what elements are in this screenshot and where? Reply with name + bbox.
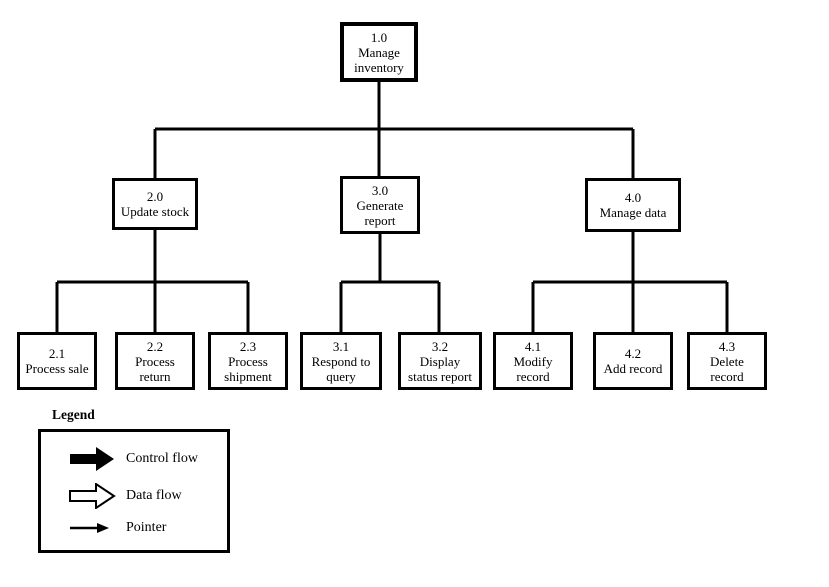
node-4-2-add-record: 4.2 Add record: [593, 332, 673, 390]
node-id: 3.0: [371, 182, 389, 198]
node-label-line: Delete: [710, 353, 744, 369]
node-id: 2.2: [146, 338, 164, 354]
node-label-line: Add record: [603, 361, 663, 376]
node-id: 2.1: [48, 346, 66, 361]
node-label-line: return: [139, 368, 171, 384]
node-label-line: record: [516, 368, 550, 384]
node-id: 1.0: [370, 29, 388, 45]
legend-item-label: Data flow: [126, 487, 182, 503]
legend-item-label: Control flow: [126, 450, 198, 466]
node-label-line: Update stock: [120, 204, 190, 219]
node-label-line: status report: [408, 368, 472, 384]
control-flow-arrow-icon: [70, 446, 114, 471]
node-label-line: Display: [419, 353, 461, 369]
node-1-0-manage-inventory: 1.0 Manage inventory: [340, 22, 418, 82]
node-id: 2.3: [239, 338, 257, 354]
legend-item-pointer: Pointer: [69, 520, 227, 536]
node-id: 4.1: [524, 338, 542, 354]
node-label-line: Process sale: [25, 361, 89, 376]
node-2-3-process-shipment: 2.3 Process shipment: [208, 332, 288, 390]
node-id: 2.0: [146, 189, 164, 204]
node-4-1-modify-record: 4.1 Modify record: [493, 332, 573, 390]
data-flow-arrow-icon: [69, 482, 116, 509]
node-label-line: query: [326, 368, 356, 384]
node-id: 4.2: [624, 346, 642, 361]
pointer-arrow-icon: [70, 523, 109, 534]
node-label-line: Manage: [358, 44, 400, 60]
node-label-line: shipment: [224, 368, 272, 384]
node-2-1-process-sale: 2.1 Process sale: [17, 332, 97, 390]
legend-item-control-flow: Control flow: [69, 446, 227, 472]
node-label-line: Manage data: [599, 205, 667, 220]
node-2-2-process-return: 2.2 Process return: [115, 332, 195, 390]
node-3-2-display-status-report: 3.2 Display status report: [398, 332, 482, 390]
node-4-0-manage-data: 4.0 Manage data: [585, 178, 681, 232]
node-id: 4.3: [718, 338, 736, 354]
node-label-line: Respond to: [311, 353, 371, 369]
node-label-line: inventory: [354, 59, 404, 75]
node-label-line: Process: [228, 353, 268, 369]
node-label-line: Process: [135, 353, 175, 369]
node-id: 4.0: [624, 190, 642, 205]
node-label-line: record: [710, 368, 744, 384]
legend-item-label: Pointer: [126, 520, 167, 536]
legend-title: Legend: [52, 407, 95, 422]
legend-item-data-flow: Data flow: [69, 482, 227, 509]
node-label-line: Modify: [513, 353, 553, 369]
node-3-1-respond-to-query: 3.1 Respond to query: [300, 332, 382, 390]
node-label-line: Generate: [356, 197, 404, 213]
node-3-0-generate-report: 3.0 Generate report: [340, 176, 420, 234]
legend-box: Control flow Data flow Pointer: [38, 429, 230, 553]
node-2-0-update-stock: 2.0 Update stock: [112, 178, 198, 230]
node-label-line: report: [364, 212, 396, 228]
node-id: 3.2: [431, 338, 449, 354]
node-id: 3.1: [332, 338, 350, 354]
node-4-3-delete-record: 4.3 Delete record: [687, 332, 767, 390]
